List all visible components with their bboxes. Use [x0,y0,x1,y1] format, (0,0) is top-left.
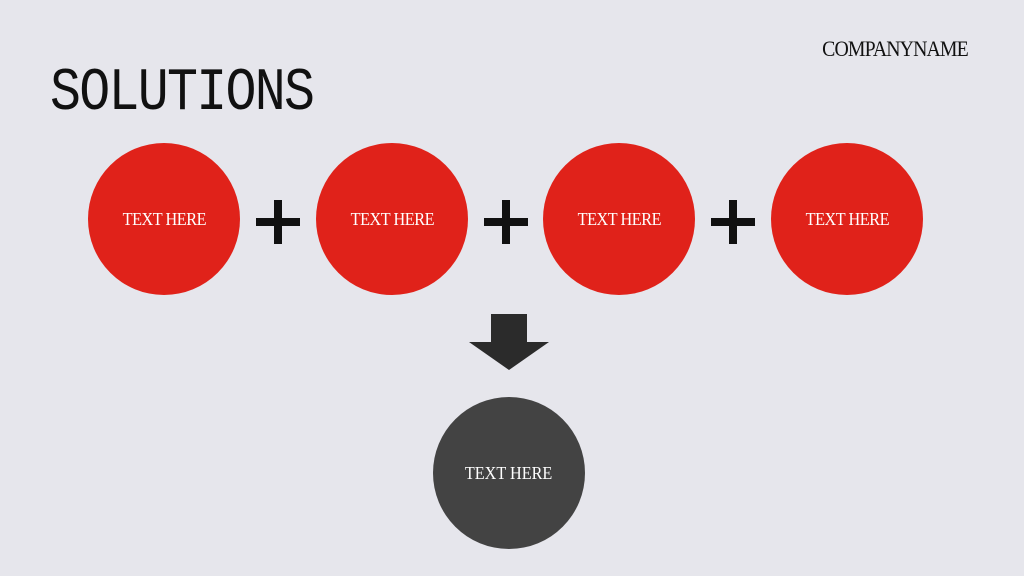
result-circle: TEXT HERE [433,397,585,549]
input-circle-3-label: TEXT HERE [577,208,661,229]
input-circle-1: TEXT HERE [88,143,240,295]
input-circle-4-label: TEXT HERE [805,208,889,229]
slide-title: SOLUTIONS [50,60,315,128]
input-circle-3: TEXT HERE [543,143,695,295]
arrow-down-icon [469,314,549,370]
plus-icon [256,200,300,244]
company-name: COMPANYNAME [822,36,969,61]
plus-icon [484,200,528,244]
input-circle-2: TEXT HERE [316,143,468,295]
plus-icon [711,200,755,244]
result-circle-label: TEXT HERE [465,462,553,483]
input-circle-2-label: TEXT HERE [350,208,434,229]
input-circle-4: TEXT HERE [771,143,923,295]
input-circle-1-label: TEXT HERE [122,208,206,229]
